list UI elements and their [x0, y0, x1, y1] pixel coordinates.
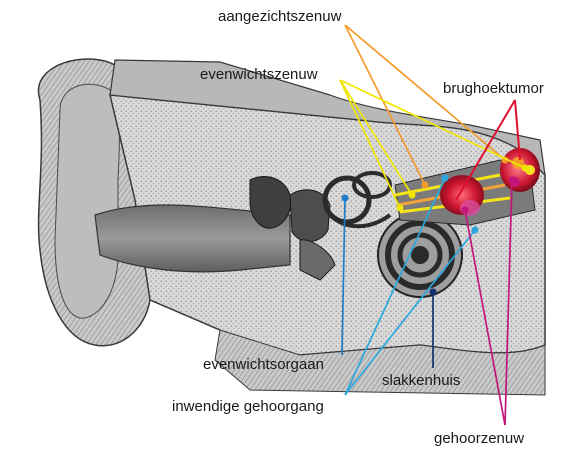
cochlea — [378, 213, 462, 297]
label-gehoorzenuw: gehoorzenuw — [434, 430, 524, 448]
label-evenwichtszenuw: evenwichtszenuw — [200, 66, 318, 84]
label-evenwichtsorgaan: evenwichtsorgaan — [203, 356, 324, 374]
label-brughoektumor: brughoektumor — [443, 80, 544, 98]
label-slakkenhuis: slakkenhuis — [382, 372, 460, 390]
label-aangezichtszenuw: aangezichtszenuw — [218, 8, 341, 26]
label-inwendige-gehoorgang: inwendige gehoorgang — [172, 398, 324, 416]
